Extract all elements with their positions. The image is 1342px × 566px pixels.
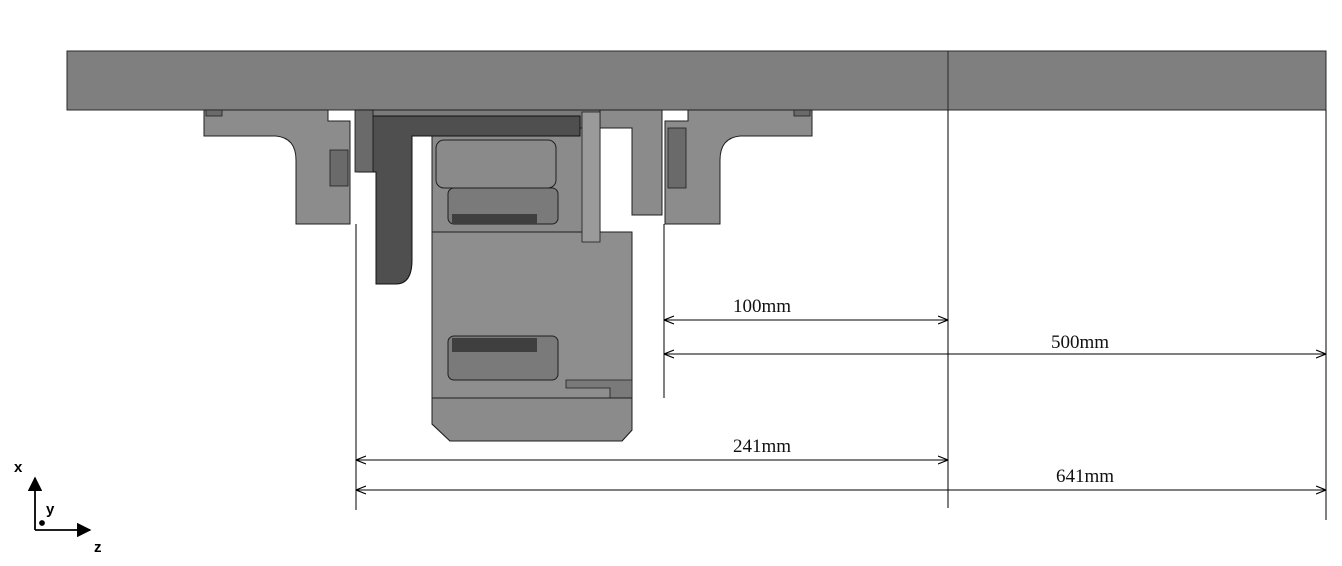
right-flange-inner [667,127,687,189]
housing-right-column [581,111,601,243]
left-flange [203,109,351,225]
l-bracket-hub [354,109,374,173]
upper-drum [435,139,557,189]
dim-label-241mm: 241mm [733,436,791,457]
l-bracket [354,109,581,285]
central-housing [356,109,663,442]
dim-label-500mm: 500mm [1051,332,1109,353]
axes-indicator [27,476,92,538]
top-plate-left [66,50,949,111]
housing-core [431,231,633,425]
right-flange-body [664,109,813,225]
housing-bottom-chamfer [431,397,633,442]
y-axis-label: y [46,501,55,518]
top-plate-right [947,50,1327,111]
z-axis-label: z [94,539,102,556]
right-flange-lip [793,109,811,117]
upper-roller-band [452,214,537,224]
dim-label-641mm: 641mm [1056,466,1114,487]
dimension-lines [356,320,1326,490]
left-flange-inner [329,149,349,187]
top-plate [66,50,1327,111]
left-flange-lip [205,109,223,117]
y-axis-marker [39,520,45,526]
l-bracket-body [357,115,581,285]
left-flange-body [203,109,351,225]
lower-roller-band [452,338,537,352]
x-axis-label: x [14,459,23,476]
right-flange [664,109,813,225]
dim-label-100mm: 100mm [733,296,791,317]
